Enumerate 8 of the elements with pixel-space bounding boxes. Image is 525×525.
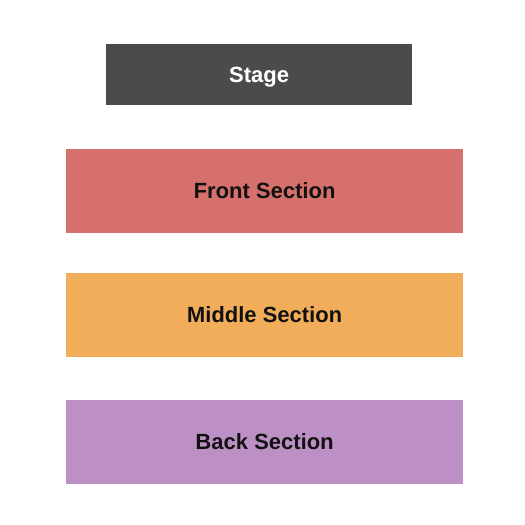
seating-section: [66, 400, 463, 484]
section-label: Front Section: [194, 178, 336, 204]
section-label: Middle Section: [186, 302, 342, 328]
stage-label: Stage: [229, 62, 289, 88]
seating-section: [66, 149, 463, 233]
stage-platform: [106, 44, 412, 105]
seating-section: [66, 273, 463, 357]
section-label: Back Section: [195, 429, 334, 455]
